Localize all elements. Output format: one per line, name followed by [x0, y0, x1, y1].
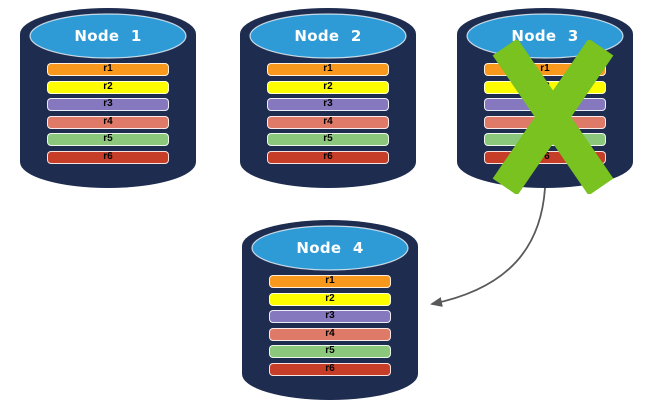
row-r1: r1	[267, 63, 389, 76]
row-r2: r2	[269, 292, 391, 306]
row-r3: r3	[47, 98, 169, 111]
node-title: Node 2	[294, 27, 362, 45]
row-r5: r5	[47, 133, 169, 146]
node-title: Node 3	[511, 27, 579, 45]
failure-cross-icon	[492, 40, 614, 194]
row-r1: r1	[269, 275, 391, 288]
row-r4: r4	[267, 115, 389, 129]
row-r1: r1	[47, 63, 169, 76]
node-title: Node 1	[74, 27, 142, 45]
row-r2: r2	[47, 80, 169, 94]
node-title: Node 4	[296, 239, 364, 257]
row-r5: r5	[267, 133, 389, 146]
row-r3: r3	[267, 98, 389, 111]
node-1: Node 1 r1 r2 r3 r4 r5 r6	[20, 8, 196, 188]
row-list: r1 r2 r3 r4 r5 r6	[47, 63, 169, 164]
node-2: Node 2 r1 r2 r3 r4 r5 r6	[240, 8, 416, 188]
row-r5: r5	[269, 345, 391, 358]
row-list: r1 r2 r3 r4 r5 r6	[269, 275, 391, 376]
row-r4: r4	[47, 115, 169, 129]
row-r4: r4	[269, 327, 391, 341]
node-4: Node 4 r1 r2 r3 r4 r5 r6	[242, 220, 418, 400]
row-r6: r6	[269, 362, 391, 376]
row-list: r1 r2 r3 r4 r5 r6	[267, 63, 389, 164]
row-r2: r2	[267, 80, 389, 94]
row-r3: r3	[269, 310, 391, 323]
row-r6: r6	[267, 150, 389, 164]
row-r6: r6	[47, 150, 169, 164]
